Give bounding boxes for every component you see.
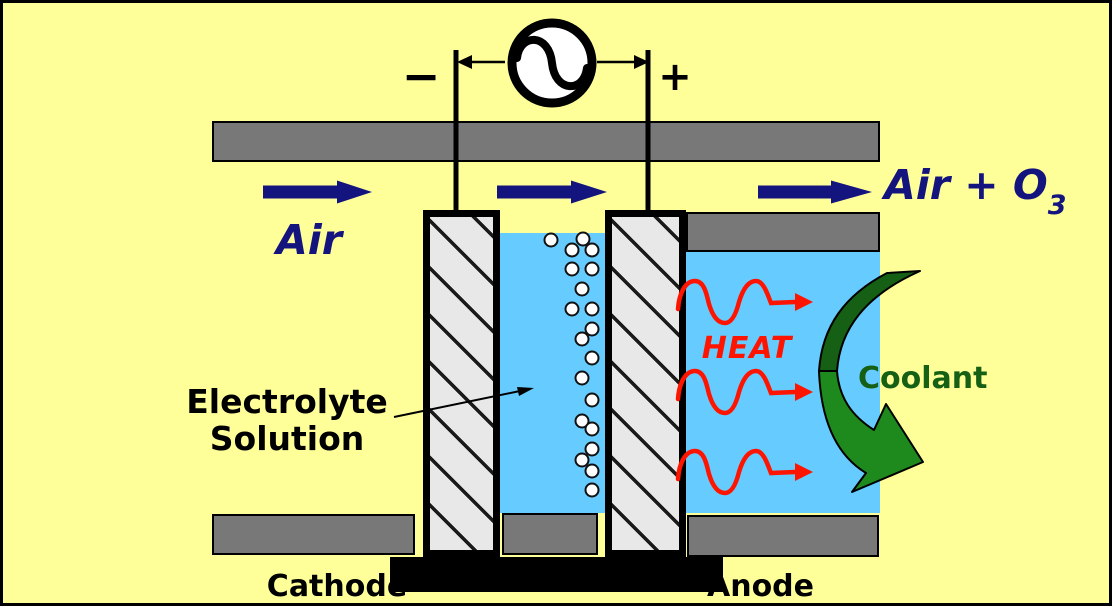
electrolyte-solution-region xyxy=(500,233,605,513)
air-outlet-arrow xyxy=(758,180,872,204)
ozone-subscript: 3 xyxy=(1047,190,1067,222)
ac-power-source xyxy=(457,18,649,108)
anode-electrode xyxy=(605,210,686,557)
air-out-label: Air + O3 xyxy=(884,160,1067,225)
cathode-label: Cathode xyxy=(266,569,408,604)
plus-terminal-label: + xyxy=(658,54,692,100)
minus-terminal-label: − xyxy=(401,49,441,103)
cathode-electrode xyxy=(423,210,500,557)
coolant-chamber-floor xyxy=(687,515,879,557)
source-lead-left-arrowhead xyxy=(457,55,472,69)
electrolyte-solution-label: Electrolyte Solution xyxy=(137,383,437,457)
electrolyte-label-line1: Electrolyte xyxy=(186,382,388,421)
source-lead-right-arrowhead xyxy=(634,55,649,69)
electrolyte-label-line2: Solution xyxy=(209,419,365,458)
coolant-chamber-cap xyxy=(686,212,880,252)
coolant-label: Coolant xyxy=(858,361,988,396)
air-inlet-arrow xyxy=(263,180,372,204)
air-duct-bottom-left-wall xyxy=(212,514,415,555)
air-duct-top-wall xyxy=(212,121,880,162)
ac-source-icon xyxy=(507,18,597,108)
heat-label: HEAT xyxy=(701,331,793,366)
anode-label: Anode xyxy=(707,569,815,604)
air-out-main-text: Air + O xyxy=(884,161,1048,209)
coolant-chamber-region xyxy=(686,252,880,513)
sine-wave-icon xyxy=(513,35,591,91)
air-mid-arrow xyxy=(497,180,607,204)
cell-floor xyxy=(502,513,598,555)
air-in-label: Air xyxy=(275,216,342,264)
mounting-base xyxy=(390,557,723,592)
